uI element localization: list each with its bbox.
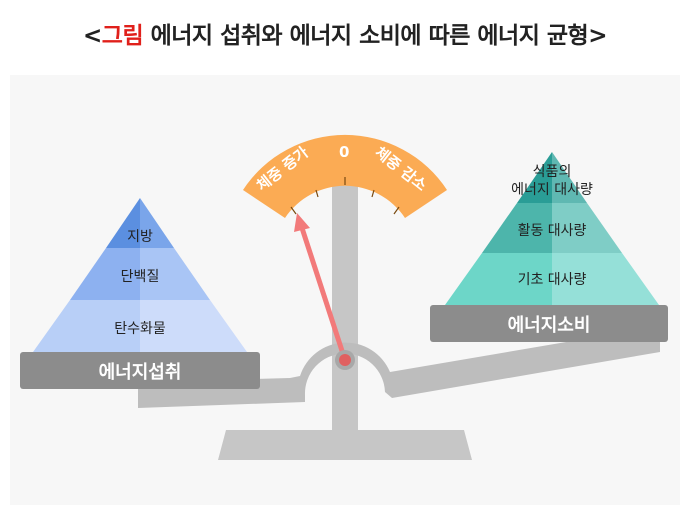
layer-thermic-2: 에너지 대사량 (511, 182, 593, 198)
layer-activity: 활동 대사량 (517, 223, 587, 239)
scale-pole (332, 185, 358, 431)
layer-protein: 단백질 (120, 269, 160, 285)
page-title: <그림 에너지 섭취와 에너지 소비에 따른 에너지 균형> (0, 16, 690, 50)
gauge-label-zero: 0 (339, 143, 350, 161)
gauge-arc (243, 134, 447, 218)
layer-fat: 지방 (127, 229, 153, 245)
intake-pan (20, 352, 260, 389)
intake-pyramid (33, 198, 247, 352)
intake-label: 에너지섭취 (98, 362, 182, 383)
title-bracket-close: > (588, 23, 607, 49)
scale-base (218, 430, 472, 460)
gauge-needle (299, 227, 348, 361)
gauge-ticks (290, 177, 400, 215)
layer-basal: 기초 대사량 (517, 272, 587, 288)
expenditure-pan (430, 305, 668, 342)
title-highlight: 그림 (101, 23, 144, 49)
scale-beam (138, 326, 660, 408)
layer-carbohydrate: 탄수화물 (114, 321, 166, 337)
title-bracket-open: < (83, 23, 102, 49)
title-text: 에너지 섭취와 에너지 소비에 따른 에너지 균형 (143, 23, 589, 49)
needle-arrowhead (294, 213, 310, 232)
expenditure-pyramid (445, 152, 659, 305)
layer-thermic-1: 식품의 (532, 164, 572, 180)
expenditure-label: 에너지소비 (507, 315, 591, 336)
pivot-icon (339, 354, 351, 366)
